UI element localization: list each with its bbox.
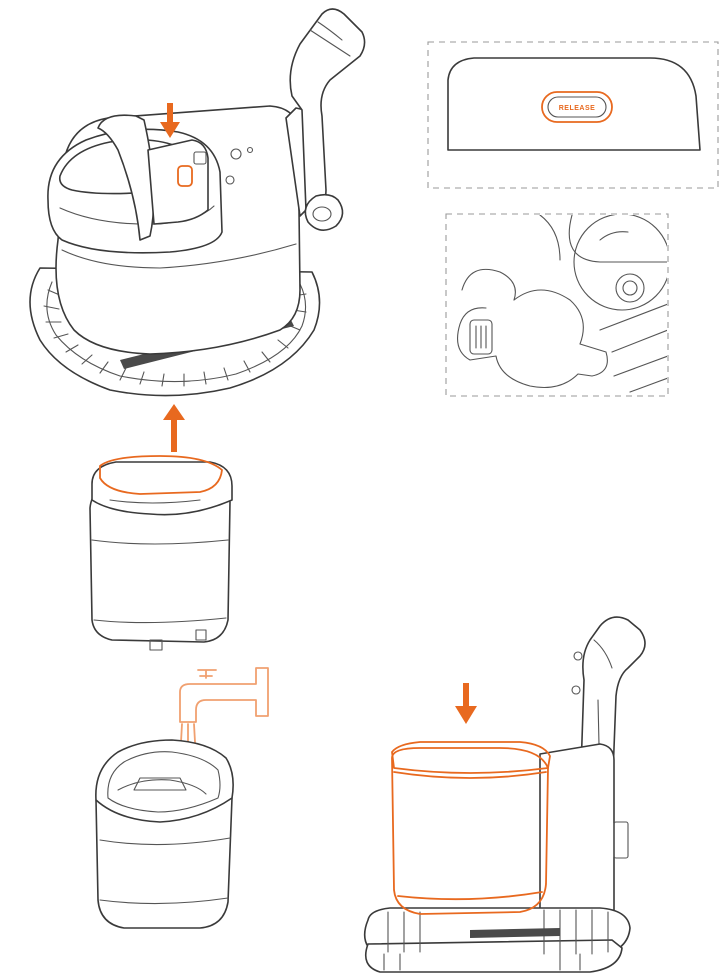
- machine-top-view: [30, 9, 365, 396]
- removed-water-tank: [90, 404, 232, 650]
- release-label: RELEASE: [559, 105, 596, 112]
- release-detail-inset: RELEASE: [428, 42, 718, 188]
- open-water-tank: [96, 740, 233, 928]
- machine-reassembled: [365, 617, 645, 972]
- arrow-up-icon: [163, 404, 185, 452]
- brush-roller: [365, 908, 630, 972]
- tank-seat-detail-inset: [446, 214, 670, 396]
- arrow-down-icon: [455, 683, 477, 724]
